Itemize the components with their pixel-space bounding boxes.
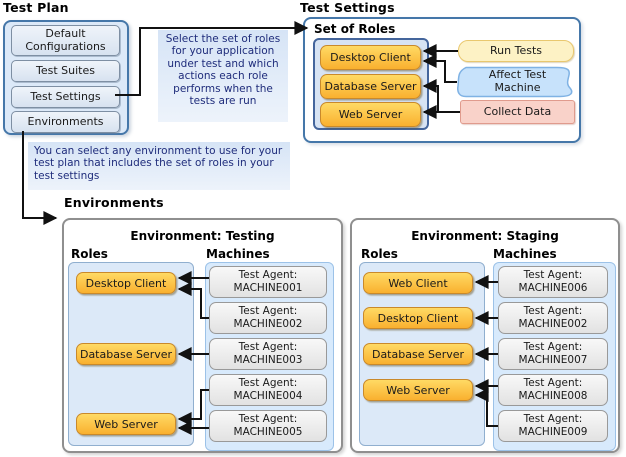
machine-name: MACHINE002 [518, 318, 588, 330]
machines-label: Machines [206, 247, 270, 261]
test-plan-box: Default Configurations Test Suites Test … [3, 20, 129, 135]
action-collect-data: Collect Data [460, 100, 575, 124]
select-environment-note: You can select any environment to use fo… [28, 142, 290, 190]
machine-box: Test Agent:MACHINE001 [209, 266, 327, 298]
role-label: Database Server [371, 347, 465, 361]
staging-role-desktop-client: Desktop Client [363, 307, 473, 329]
machine-name: MACHINE004 [233, 390, 303, 402]
staging-role-web-server: Web Server [363, 379, 473, 401]
action-run-tests: Run Tests [458, 40, 574, 62]
role-label: Desktop Client [377, 311, 459, 325]
select-roles-note: Select the set of roles for your applica… [158, 30, 288, 122]
role-label: Web Client [388, 276, 448, 290]
environment-testing-title: Environment: Testing [130, 229, 275, 243]
testing-role-web-server: Web Server [76, 413, 176, 435]
test-plan-item-test-suites: Test Suites [11, 60, 120, 82]
test-settings-title: Test Settings [300, 0, 395, 15]
machine-box: Test Agent:MACHINE002 [498, 302, 608, 334]
test-plan-item-environments: Environments [11, 111, 120, 133]
test-plan-title: Test Plan [3, 0, 69, 15]
machine-prefix: Test Agent: [238, 377, 298, 390]
role-label: Web Server [338, 108, 403, 121]
machine-box: Test Agent:MACHINE005 [209, 410, 327, 442]
machine-name: MACHINE003 [233, 354, 303, 366]
machine-box: Test Agent:MACHINE004 [209, 374, 327, 406]
machine-name: MACHINE006 [518, 282, 588, 294]
machine-box: Test Agent:MACHINE006 [498, 266, 608, 298]
machine-prefix: Test Agent: [238, 413, 298, 426]
testing-role-desktop-client: Desktop Client [76, 272, 176, 294]
action-label: Affect Test Machine [488, 68, 547, 94]
role-label: Web Server [94, 417, 158, 431]
machine-name: MACHINE002 [233, 318, 303, 330]
staging-role-database-server: Database Server [363, 343, 473, 365]
machine-prefix: Test Agent: [238, 341, 298, 354]
machine-box: Test Agent:MACHINE009 [498, 410, 608, 442]
item-label: Test Suites [36, 63, 95, 77]
action-label: Run Tests [490, 43, 542, 57]
machine-box: Test Agent:MACHINE007 [498, 338, 608, 370]
machine-prefix: Test Agent: [523, 413, 583, 426]
machine-prefix: Test Agent: [523, 269, 583, 282]
role-label: Database Server [324, 80, 417, 93]
environments-title: Environments [64, 195, 164, 210]
role-desktop-client: Desktop Client [320, 45, 421, 70]
machine-box: Test Agent:MACHINE002 [209, 302, 327, 334]
set-of-roles-label: Set of Roles [314, 22, 396, 36]
machine-prefix: Test Agent: [238, 305, 298, 318]
test-plan-item-test-settings: Test Settings [11, 86, 120, 108]
roles-label: Roles [71, 247, 108, 261]
machine-name: MACHINE009 [518, 426, 588, 438]
machine-prefix: Test Agent: [523, 305, 583, 318]
role-label: Database Server [79, 347, 173, 361]
machine-prefix: Test Agent: [523, 377, 583, 390]
machine-name: MACHINE008 [518, 390, 588, 402]
machine-box: Test Agent:MACHINE008 [498, 374, 608, 406]
item-label: Environments [27, 114, 104, 128]
machine-name: MACHINE005 [233, 426, 303, 438]
machines-label: Machines [493, 247, 557, 261]
environment-staging-title: Environment: Staging [411, 229, 559, 243]
testing-role-database-server: Database Server [76, 343, 176, 365]
role-web-server: Web Server [320, 102, 421, 127]
item-label: Test Settings [30, 89, 101, 103]
test-plan-item-default-configurations: Default Configurations [11, 25, 120, 56]
machine-prefix: Test Agent: [523, 341, 583, 354]
affect-wave-shape [457, 66, 573, 98]
machine-name: MACHINE001 [233, 282, 303, 294]
role-label: Desktop Client [330, 51, 411, 64]
machine-box: Test Agent:MACHINE003 [209, 338, 327, 370]
machine-prefix: Test Agent: [238, 269, 298, 282]
role-label: Desktop Client [85, 276, 167, 290]
item-label: Default Configurations [25, 26, 106, 53]
roles-label: Roles [361, 247, 398, 261]
role-database-server: Database Server [320, 74, 421, 99]
action-affect-test-machine: Affect Test Machine [455, 66, 580, 98]
role-label: Web Server [386, 383, 450, 397]
action-label: Collect Data [483, 104, 552, 118]
staging-role-web-client: Web Client [363, 272, 473, 294]
machine-name: MACHINE007 [518, 354, 588, 366]
